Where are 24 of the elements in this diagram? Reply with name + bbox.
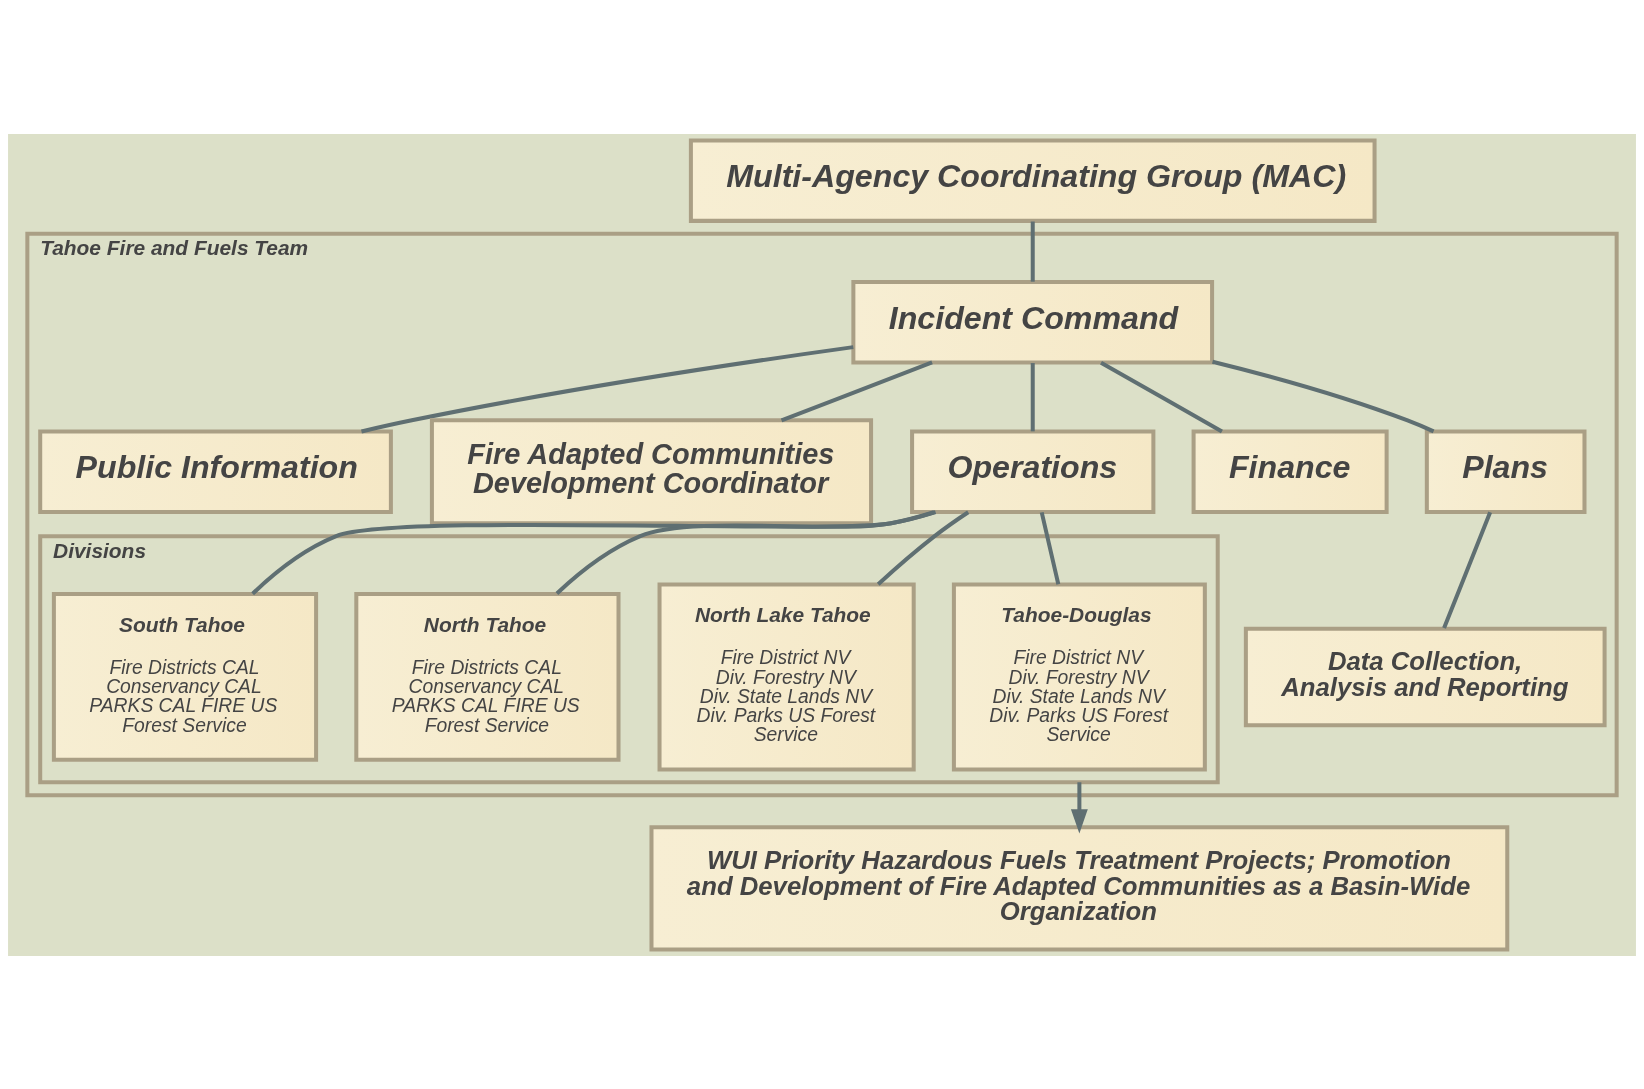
node-box: WUI Priority Hazardous Fuels Treatment Projects; Promotion and Development of Fire Adapted Communities as a Basin-Wide Organization bbox=[649, 824, 1510, 952]
node-box: Incident Command bbox=[851, 279, 1215, 364]
node-box: Tahoe-Douglas Fire District NV Div. Forestry NV Div. State Lands NV Div. Parks US Forest Service bbox=[951, 581, 1207, 771]
node-box: South Tahoe Fire Districts CAL Conservancy CAL PARKS CAL FIRE US Forest Service bbox=[51, 591, 319, 762]
node-box: Finance bbox=[1191, 429, 1389, 514]
arrow bbox=[1070, 781, 1088, 833]
node-box: Operations bbox=[910, 429, 1156, 514]
connector bbox=[780, 360, 933, 422]
connector bbox=[251, 509, 937, 595]
node-box: Data Collection, Analysis and Reporting bbox=[1243, 626, 1607, 727]
node-box: North Lake Tahoe Fire District NV Div. Forestry NV Div. State Lands NV Div. Parks US Forest Service bbox=[657, 581, 916, 771]
connector bbox=[1039, 511, 1061, 585]
node-box: North Tahoe Fire Districts CAL Conservancy CAL PARKS CAL FIRE US Forest Service bbox=[354, 591, 621, 762]
connector bbox=[1030, 221, 1035, 282]
connector bbox=[1030, 362, 1035, 431]
node-box: Multi-Agency Coordinating Group (MAC) bbox=[688, 137, 1377, 223]
connector bbox=[1100, 360, 1223, 433]
connector bbox=[876, 510, 970, 586]
node-box: Public Information bbox=[38, 429, 393, 514]
node-box: Fire Adapted Communities Development Coordinator bbox=[429, 417, 874, 525]
connector bbox=[1442, 511, 1492, 629]
node-box: Plans bbox=[1424, 429, 1587, 514]
connector bbox=[361, 344, 854, 433]
connector bbox=[1212, 359, 1435, 433]
